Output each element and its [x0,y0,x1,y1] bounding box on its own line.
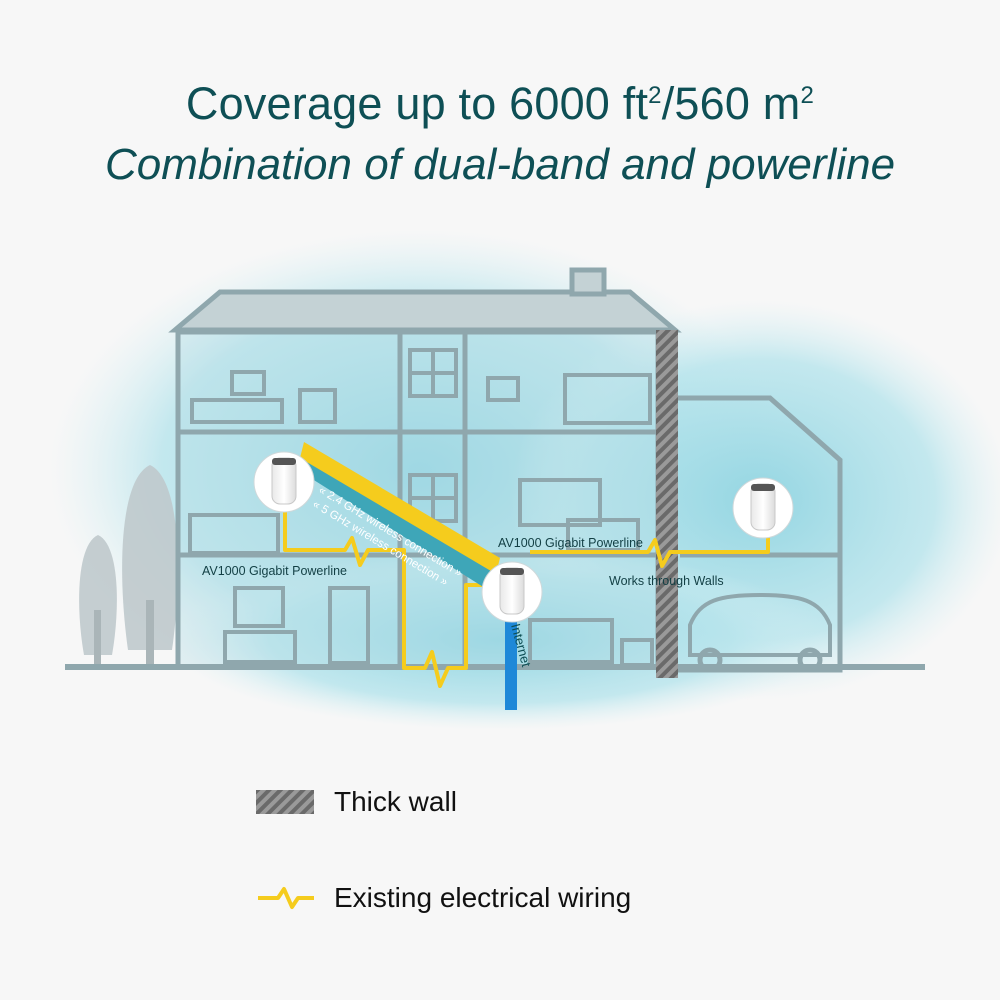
electrical-wiring [283,505,770,688]
trees [79,465,178,665]
powerline-label-left: AV1000 Gigabit Powerline [202,564,347,578]
mesh-node-center [481,561,543,623]
headline-coverage: Coverage up to 6000 ft2/560 m2 [0,78,1000,130]
legend-thick-wall-label: Thick wall [334,786,457,817]
mesh-node-left [253,451,315,513]
legend-wiring: Existing electrical wiring [256,878,631,918]
powerline-label-right: AV1000 Gigabit Powerline [498,536,643,550]
wireless-bands [298,442,502,590]
internet-cable [505,610,517,710]
coverage-metric: /560 m [661,78,801,129]
mesh-node-right [732,477,794,539]
legend-wiring-label: Existing electrical wiring [334,882,632,913]
headline-subtitle: Combination of dual-band and powerline [104,140,896,189]
unit-squared-metric: 2 [800,82,815,109]
house [168,267,682,670]
coverage-text: Coverage up to 6000 ft [185,78,649,129]
wiring-swatch-icon [258,887,314,909]
thick-wall-swatch [256,790,314,814]
thick-wall [656,330,678,678]
legend-thick-wall: Thick wall [256,782,457,822]
works-through-walls-label: Works through Walls [609,574,724,588]
unit-squared: 2 [648,82,662,109]
